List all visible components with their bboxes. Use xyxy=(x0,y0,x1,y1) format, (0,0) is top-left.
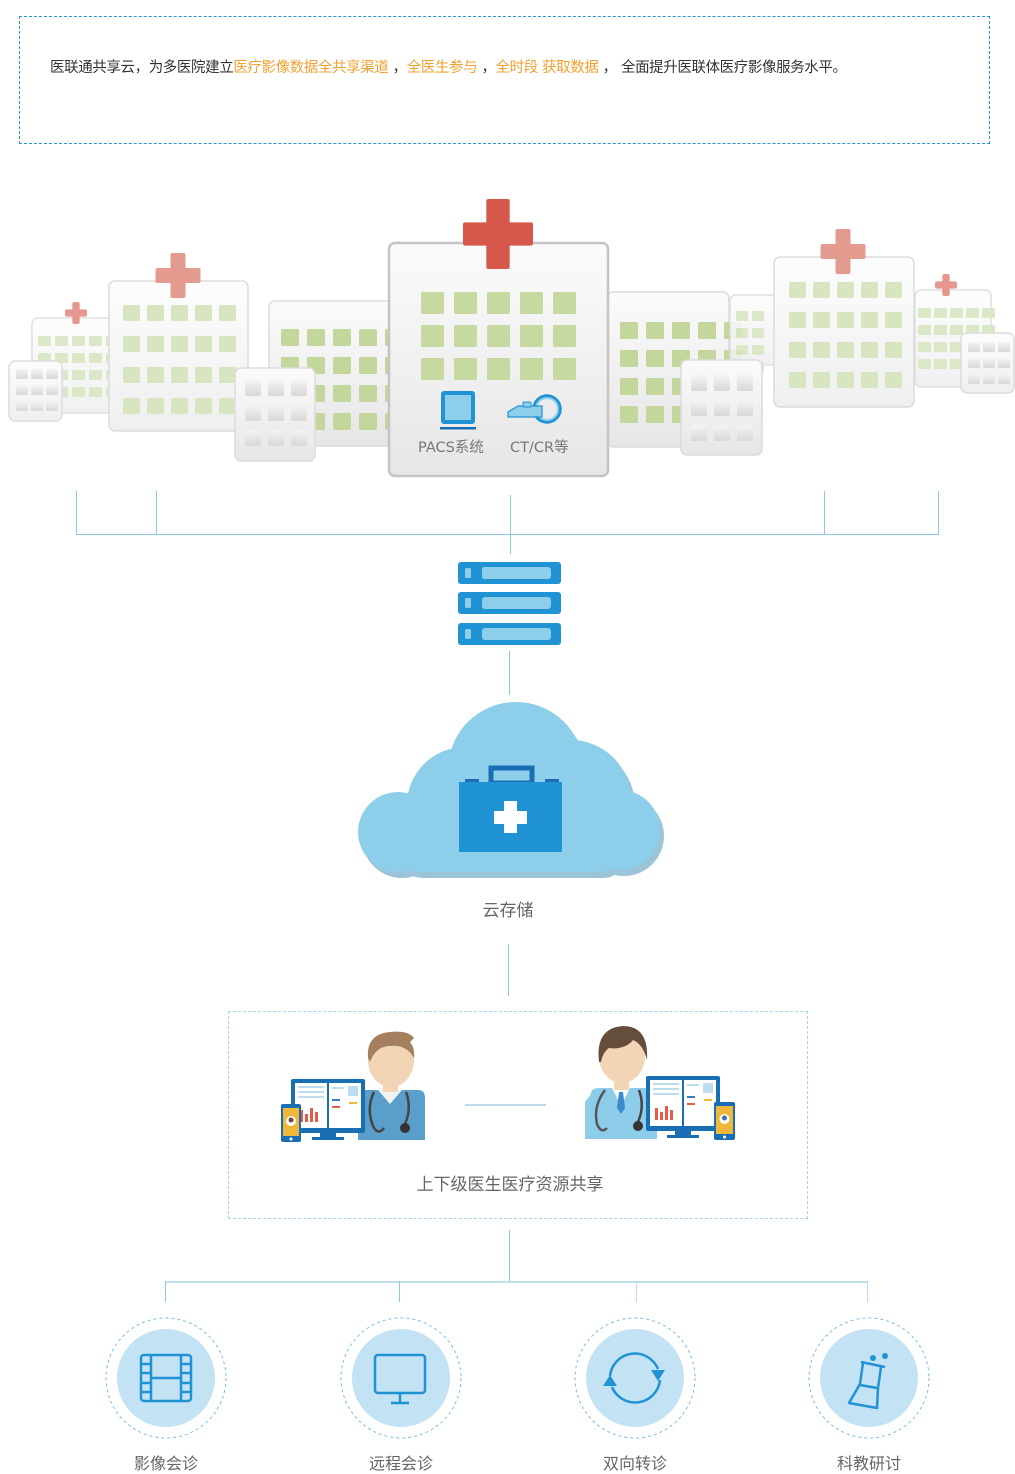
office-building-small-left xyxy=(8,360,63,422)
intro-seg-6: ， 全面提升医联体医疗影像服务水平。 xyxy=(598,60,847,76)
red-cross-icon xyxy=(463,199,533,269)
refresh-icon xyxy=(574,1317,696,1439)
doctor-right-illustration xyxy=(585,1026,735,1140)
connector-h1 xyxy=(76,534,939,535)
service-remote-consultation[interactable]: 远程会诊 xyxy=(339,1316,463,1473)
medical-kit-icon xyxy=(459,765,562,852)
cloud-label: 云存储 xyxy=(482,901,534,921)
service-label: 科教研讨 xyxy=(836,1454,901,1473)
red-cross-icon xyxy=(155,253,201,298)
connector-branch xyxy=(165,1281,868,1283)
service-two-way-referral[interactable]: 双向转诊 xyxy=(573,1316,697,1473)
intro-box xyxy=(19,16,990,144)
film-icon xyxy=(105,1317,227,1439)
red-cross-icon xyxy=(935,274,957,296)
share-box xyxy=(228,1011,808,1219)
service-label: 影像会诊 xyxy=(133,1454,198,1473)
connector-v4 xyxy=(824,491,825,535)
intro-seg-4: ， xyxy=(477,60,496,76)
flask-icon xyxy=(808,1317,930,1439)
service-research-education[interactable]: 科教研讨 xyxy=(807,1316,931,1473)
intro-highlight-channel: 医疗影像数据全共享渠道 xyxy=(233,60,389,76)
hospital-left xyxy=(108,280,249,432)
office-building-center-right xyxy=(680,359,763,456)
pacs-label: PACS系统 xyxy=(418,440,484,456)
ct-scanner-icon xyxy=(507,394,562,424)
service-label: 远程会诊 xyxy=(368,1454,433,1473)
red-cross-icon xyxy=(65,302,87,324)
connector-cloud-share xyxy=(508,944,509,996)
connector-service-3 xyxy=(636,1281,637,1302)
monitor-icon xyxy=(340,1317,462,1439)
connector-service-2 xyxy=(399,1281,400,1302)
connector-v2 xyxy=(156,491,157,535)
cloud-icon xyxy=(358,702,664,878)
office-building-center-left xyxy=(234,367,316,462)
service-label: 双向转诊 xyxy=(602,1454,667,1473)
connector-doctors xyxy=(465,1104,546,1106)
intro-seg-2: ， xyxy=(388,60,408,76)
pacs-monitor-icon xyxy=(440,391,476,430)
intro-seg-0: 医联通共享云，为多医院建立 xyxy=(50,60,234,76)
hospitals-illustration xyxy=(8,199,1015,478)
connector-share-trunk xyxy=(509,1230,510,1282)
intro-highlight-anytime: 全时段 获取数据 xyxy=(495,60,599,76)
office-building-small-right xyxy=(960,332,1015,394)
intro-text: 医联通共享云，为多医院建立医疗影像数据全共享渠道 ，全医生参与 ，全时段 获取数… xyxy=(50,54,870,82)
connector-v5 xyxy=(938,491,939,535)
connector-v3 xyxy=(510,495,511,554)
red-cross-icon xyxy=(820,229,866,274)
connector-service-1 xyxy=(165,1281,166,1302)
service-image-consultation[interactable]: 影像会诊 xyxy=(104,1316,228,1473)
doctor-left-illustration xyxy=(281,1031,425,1142)
connector-server-cloud xyxy=(509,651,510,695)
connector-v1 xyxy=(76,491,77,535)
server-icon xyxy=(458,562,561,645)
ct-label: CT/CR等 xyxy=(510,440,569,456)
intro-highlight-doctors: 全医生参与 xyxy=(406,60,478,76)
hospital-right xyxy=(773,256,915,408)
connector-service-4 xyxy=(867,1281,868,1302)
share-label: 上下级医生医疗资源共享 xyxy=(416,1175,604,1195)
